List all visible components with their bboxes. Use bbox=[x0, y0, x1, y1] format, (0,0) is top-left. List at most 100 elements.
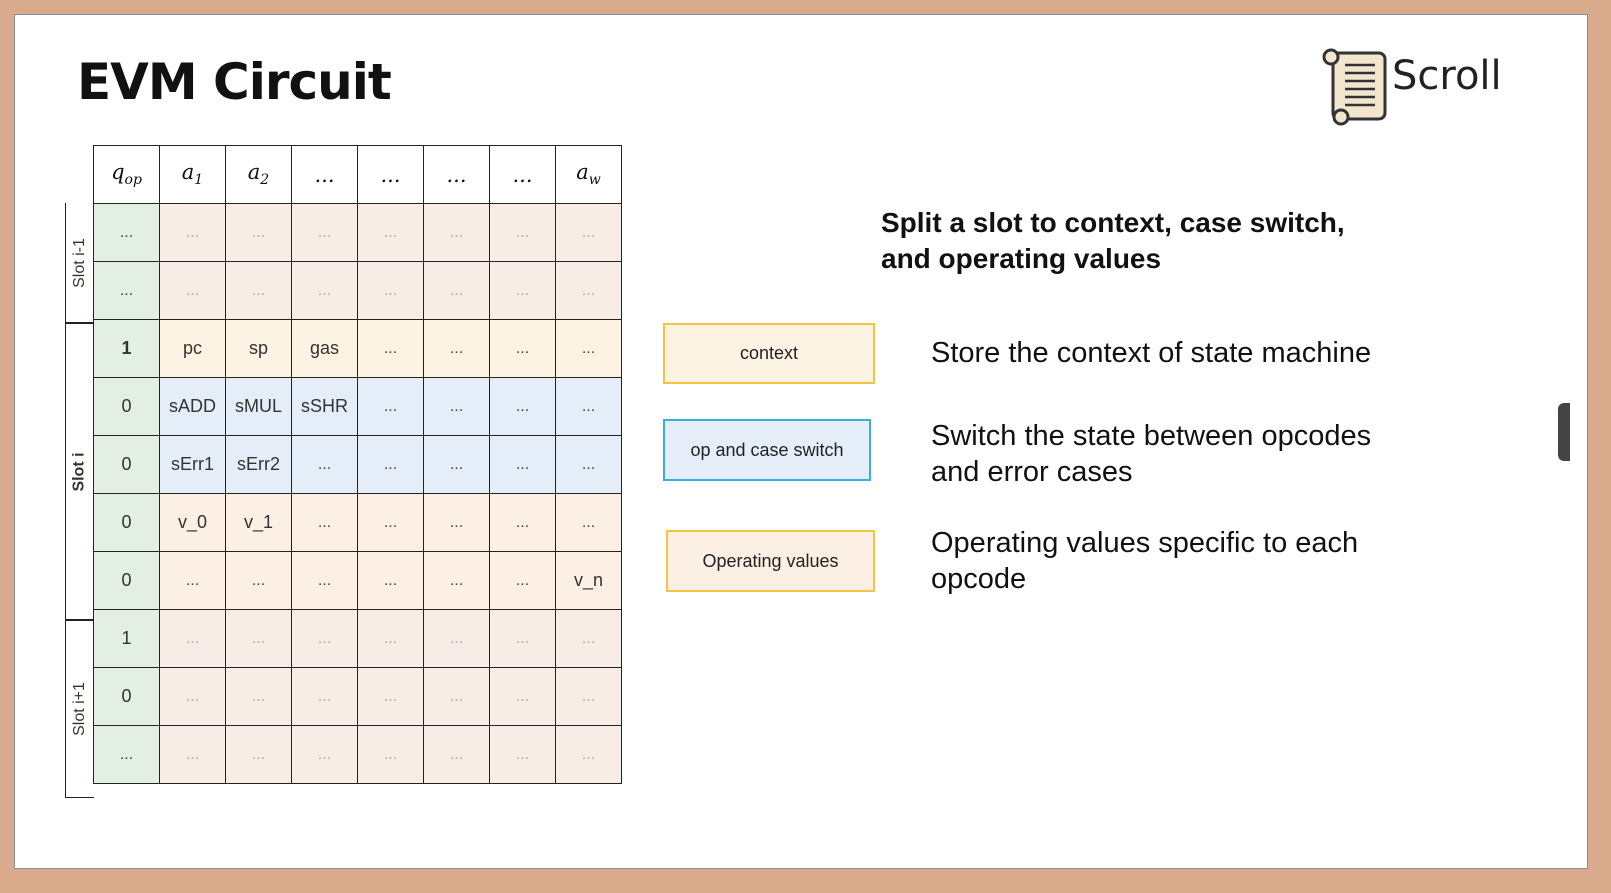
cell: ... bbox=[159, 261, 226, 320]
cell: ... bbox=[555, 609, 622, 668]
q-cell: 0 bbox=[93, 667, 160, 726]
scroll-logo-icon bbox=[1322, 48, 1387, 126]
description-line: opcode bbox=[931, 563, 1027, 595]
cell: ... bbox=[555, 667, 622, 726]
cell: ... bbox=[291, 261, 358, 320]
cell: ... bbox=[489, 609, 556, 668]
table-row: ... ... ... ... ... ... ... ... bbox=[93, 203, 622, 262]
description-line: Operating values specific to each bbox=[931, 527, 1359, 559]
heading-line-1: Split a slot to context, case switch, bbox=[881, 207, 1345, 238]
table-row-switch: 0 sErr1 sErr2 ... ... ... ... ... bbox=[93, 435, 622, 494]
cell: ... bbox=[423, 435, 490, 494]
q-cell: ... bbox=[93, 725, 160, 784]
cell: ... bbox=[159, 725, 226, 784]
cell: ... bbox=[291, 435, 358, 494]
legend-switch-description: Switch the state between opcodes and err… bbox=[931, 418, 1371, 490]
cell: ... bbox=[291, 725, 358, 784]
table-row-context: 1 pc sp gas ... ... ... ... bbox=[93, 319, 622, 378]
cell: ... bbox=[489, 493, 556, 552]
cell: ... bbox=[291, 551, 358, 610]
cell: ... bbox=[225, 609, 292, 668]
slot-prev-label: Slot i-1 bbox=[70, 238, 88, 288]
cell: ... bbox=[489, 319, 556, 378]
cell: ... bbox=[357, 203, 424, 262]
table-row: ... ... ... ... ... ... ... ... bbox=[93, 261, 622, 320]
cell: ... bbox=[423, 493, 490, 552]
header-ellipsis: ... bbox=[357, 145, 424, 204]
logo-text: Scroll bbox=[1392, 53, 1502, 99]
cell-sadd: sADD bbox=[159, 377, 226, 436]
cell: ... bbox=[423, 609, 490, 668]
cell: ... bbox=[489, 725, 556, 784]
description-line: Switch the state between opcodes bbox=[931, 420, 1372, 452]
cell: ... bbox=[555, 261, 622, 320]
cell-v1: v_1 bbox=[225, 493, 292, 552]
header-ellipsis: ... bbox=[291, 145, 358, 204]
cell-vn: v_n bbox=[555, 551, 622, 610]
cell: ... bbox=[357, 493, 424, 552]
cell: ... bbox=[489, 435, 556, 494]
q-cell: 0 bbox=[93, 551, 160, 610]
cell: ... bbox=[291, 609, 358, 668]
slot-current-bracket bbox=[65, 323, 94, 620]
cell: ... bbox=[489, 261, 556, 320]
slot-prev-bracket bbox=[65, 203, 94, 323]
cell: ... bbox=[159, 551, 226, 610]
table-row-operating: 0 ... ... ... ... ... ... v_n bbox=[93, 551, 622, 610]
cell: ... bbox=[423, 203, 490, 262]
cell: ... bbox=[357, 377, 424, 436]
header-a2: a2 bbox=[225, 145, 292, 204]
cell-serr1: sErr1 bbox=[159, 435, 226, 494]
cell: ... bbox=[159, 667, 226, 726]
legend-operating-box: Operating values bbox=[666, 530, 875, 592]
evm-circuit-table: qop a1 a2 ... ... ... ... aw ... ... ...… bbox=[93, 145, 622, 784]
cell: ... bbox=[423, 551, 490, 610]
q-cell: ... bbox=[93, 261, 160, 320]
cell: ... bbox=[489, 667, 556, 726]
description-line: Store the context of state machine bbox=[931, 337, 1372, 369]
q-cell: 0 bbox=[93, 493, 160, 552]
q-cell: ... bbox=[93, 203, 160, 262]
description-line: and error cases bbox=[931, 456, 1133, 488]
cell: ... bbox=[555, 377, 622, 436]
cell: ... bbox=[357, 435, 424, 494]
slot-next-bracket bbox=[65, 620, 94, 798]
side-scroll-handle[interactable] bbox=[1558, 403, 1570, 461]
cell: ... bbox=[555, 319, 622, 378]
cell-pc: pc bbox=[159, 319, 226, 378]
legend-switch-box: op and case switch bbox=[663, 419, 871, 481]
cell: ... bbox=[423, 319, 490, 378]
slot-current-label: Slot i bbox=[70, 451, 88, 492]
slide: EVM Circuit Scroll qop a1 a2 ... ... ...… bbox=[14, 14, 1588, 869]
legend-context-box: context bbox=[663, 323, 875, 384]
legend-operating-description: Operating values specific to each opcode bbox=[931, 525, 1358, 597]
cell: ... bbox=[291, 667, 358, 726]
cell: ... bbox=[291, 493, 358, 552]
header-aw: aw bbox=[555, 145, 622, 204]
cell: ... bbox=[423, 725, 490, 784]
cell: ... bbox=[159, 609, 226, 668]
cell: ... bbox=[225, 725, 292, 784]
header-ellipsis: ... bbox=[423, 145, 490, 204]
cell: ... bbox=[357, 551, 424, 610]
cell: ... bbox=[225, 551, 292, 610]
cell: ... bbox=[357, 725, 424, 784]
q-cell: 0 bbox=[93, 377, 160, 436]
cell: ... bbox=[159, 203, 226, 262]
cell: ... bbox=[423, 667, 490, 726]
heading-line-2: and operating values bbox=[881, 243, 1162, 274]
cell: ... bbox=[357, 319, 424, 378]
table-row-switch: 0 sADD sMUL sSHR ... ... ... ... bbox=[93, 377, 622, 436]
cell: ... bbox=[555, 435, 622, 494]
cell-gas: gas bbox=[291, 319, 358, 378]
cell: ... bbox=[225, 203, 292, 262]
q-cell: 1 bbox=[93, 319, 160, 378]
q-cell: 1 bbox=[93, 609, 160, 668]
cell: ... bbox=[555, 493, 622, 552]
cell: ... bbox=[489, 551, 556, 610]
header-ellipsis: ... bbox=[489, 145, 556, 204]
cell: ... bbox=[225, 667, 292, 726]
cell: ... bbox=[423, 261, 490, 320]
table-row: 1 ... ... ... ... ... ... ... bbox=[93, 609, 622, 668]
cell: ... bbox=[225, 261, 292, 320]
